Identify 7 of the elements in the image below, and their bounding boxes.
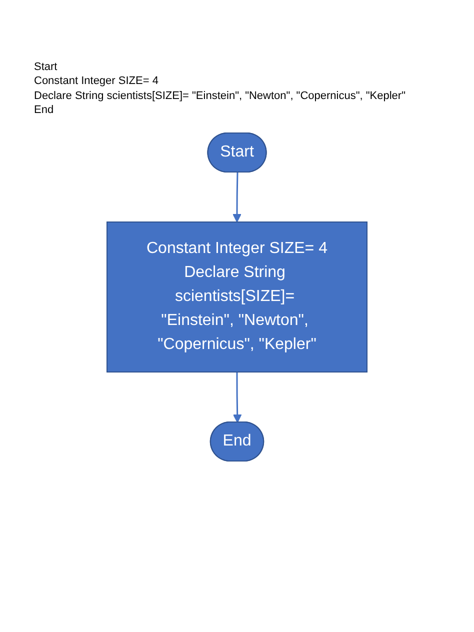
pseudocode-line: Declare String scientists[SIZE]= "Einstein", "Newton", "Copernicus", "Kepler" — [34, 88, 406, 103]
arrow — [232, 172, 242, 223]
pseudocode-line: Constant Integer SIZE= 4 — [34, 74, 158, 89]
node-box: Constant Integer SIZE= 4 Declare String scientists[SIZE]= "Einstein", "Newton", "Copernicus", "Kepler" — [106, 222, 368, 373]
arrow — [232, 372, 242, 424]
pseudocode-line: End — [34, 102, 54, 118]
pseudocode-line: Start — [34, 60, 58, 74]
